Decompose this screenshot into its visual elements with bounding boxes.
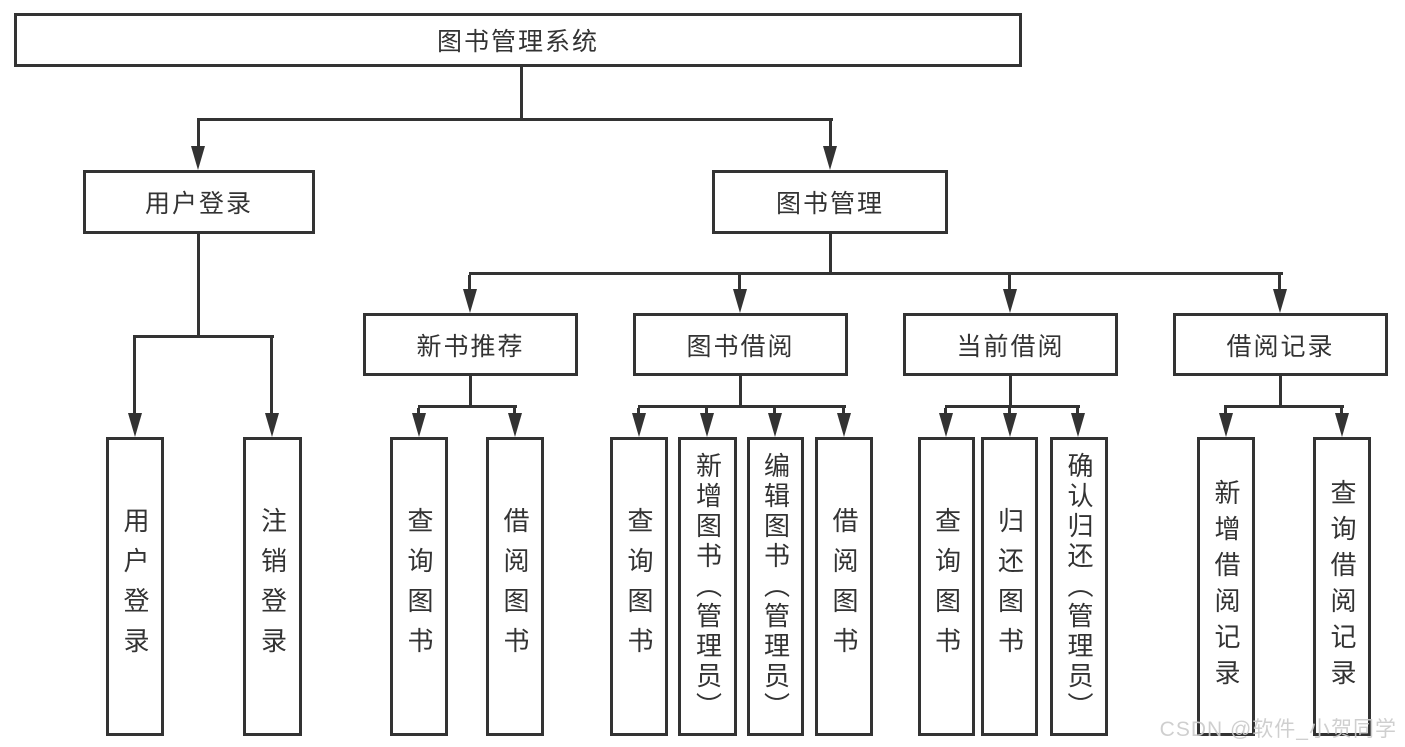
node-edit-books-label: 编辑图书（管理员） (760, 451, 791, 722)
connector-line (638, 405, 846, 408)
connector-arrowhead (1273, 289, 1287, 313)
connector-line (513, 408, 516, 416)
node-confirm-return-label: 确认归还（管理员） (1064, 451, 1094, 722)
connector-arrowhead (191, 146, 205, 170)
connector-line (1008, 408, 1011, 416)
node-query-borrow-record-label: 查询借阅记录 (1327, 478, 1357, 695)
node-book-borrow-label: 图书借阅 (686, 332, 795, 361)
node-borrow-books-2-label: 借阅图书 (829, 506, 859, 667)
connector-line (418, 405, 517, 408)
node-logout-leaf: 注销登录 (243, 437, 302, 736)
node-new-book-recommend-label: 新书推荐 (416, 332, 525, 361)
node-add-borrow-record: 新增借阅记录 (1197, 437, 1255, 736)
connector-line (1224, 405, 1344, 408)
node-user-login: 用户登录 (83, 170, 315, 234)
connector-line (469, 376, 472, 407)
connector-arrowhead (837, 413, 851, 437)
node-user-login-leaf-label: 用户登录 (120, 506, 150, 667)
connector-line (468, 275, 471, 291)
connector-arrowhead (412, 413, 426, 437)
connector-line (1340, 408, 1343, 416)
connector-line (197, 118, 833, 121)
node-add-books-label: 新增图书（管理员） (692, 451, 723, 722)
node-add-borrow-record-label: 新增借阅记录 (1211, 478, 1241, 695)
connector-arrowhead (1003, 289, 1017, 313)
connector-line (637, 408, 640, 416)
connector-arrowhead (265, 413, 279, 437)
connector-line (520, 67, 523, 121)
connector-arrowhead (1003, 413, 1017, 437)
node-logout-leaf-label: 注销登录 (257, 506, 288, 667)
connector-line (739, 376, 742, 407)
connector-arrowhead (939, 413, 953, 437)
connector-line (829, 234, 832, 272)
connector-arrowhead (463, 289, 477, 313)
node-root: 图书管理系统 (14, 13, 1022, 67)
connector-line (773, 408, 776, 416)
connector-arrowhead (768, 413, 782, 437)
connector-arrowhead (1335, 413, 1349, 437)
connector-arrowhead (508, 413, 522, 437)
connector-line (417, 408, 420, 416)
connector-line (944, 408, 947, 416)
node-edit-books: 编辑图书（管理员） (747, 437, 804, 736)
node-book-management-label: 图书管理 (775, 190, 884, 218)
node-root-label: 图书管理系统 (436, 28, 599, 56)
connector-line (705, 408, 708, 416)
node-query-borrow-record: 查询借阅记录 (1313, 437, 1371, 736)
connector-arrowhead (1219, 413, 1233, 437)
connector-line (945, 405, 1080, 408)
node-query-books-2: 查询图书 (610, 437, 668, 736)
node-new-book-recommend: 新书推荐 (363, 313, 578, 376)
connector-line (738, 275, 741, 291)
connector-arrowhead (823, 146, 837, 170)
node-borrow-records: 借阅记录 (1173, 313, 1388, 376)
connector-line (197, 234, 200, 335)
connector-line (469, 272, 1283, 275)
watermark: CSDN @软件_小贺同学 (1159, 718, 1397, 741)
connector-line (1224, 408, 1227, 416)
node-query-books-3: 查询图书 (918, 437, 975, 736)
connector-line (842, 408, 845, 416)
node-add-books: 新增图书（管理员） (678, 437, 737, 736)
connector-arrowhead (733, 289, 747, 313)
connector-line (133, 335, 274, 338)
node-query-books-1: 查询图书 (390, 437, 448, 736)
connector-arrowhead (128, 413, 142, 437)
connector-arrowhead (1071, 413, 1085, 437)
node-borrow-books-1: 借阅图书 (486, 437, 544, 736)
node-query-books-2-label: 查询图书 (624, 506, 654, 667)
node-book-borrow: 图书借阅 (633, 313, 848, 376)
connector-line (133, 338, 136, 414)
connector-line (1076, 408, 1079, 416)
node-user-login-label: 用户登录 (144, 190, 253, 218)
node-return-books-label: 归还图书 (994, 506, 1025, 667)
node-query-books-3-label: 查询图书 (931, 506, 962, 667)
connector-line (197, 121, 200, 147)
connector-line (1278, 275, 1281, 291)
node-user-login-leaf: 用户登录 (106, 437, 164, 736)
connector-line (1008, 275, 1011, 291)
node-borrow-books-2: 借阅图书 (815, 437, 873, 736)
connector-line (829, 121, 832, 147)
node-borrow-books-1-label: 借阅图书 (500, 506, 530, 667)
node-book-management: 图书管理 (712, 170, 948, 234)
node-return-books: 归还图书 (981, 437, 1038, 736)
node-confirm-return: 确认归还（管理员） (1050, 437, 1108, 736)
node-current-borrow-label: 当前借阅 (956, 332, 1065, 361)
node-current-borrow: 当前借阅 (903, 313, 1118, 376)
node-borrow-records-label: 借阅记录 (1226, 332, 1335, 361)
node-query-books-1-label: 查询图书 (404, 506, 434, 667)
connector-arrowhead (632, 413, 646, 437)
connector-line (1279, 376, 1282, 407)
connector-arrowhead (700, 413, 714, 437)
connector-line (1009, 376, 1012, 407)
connector-line (270, 338, 273, 414)
